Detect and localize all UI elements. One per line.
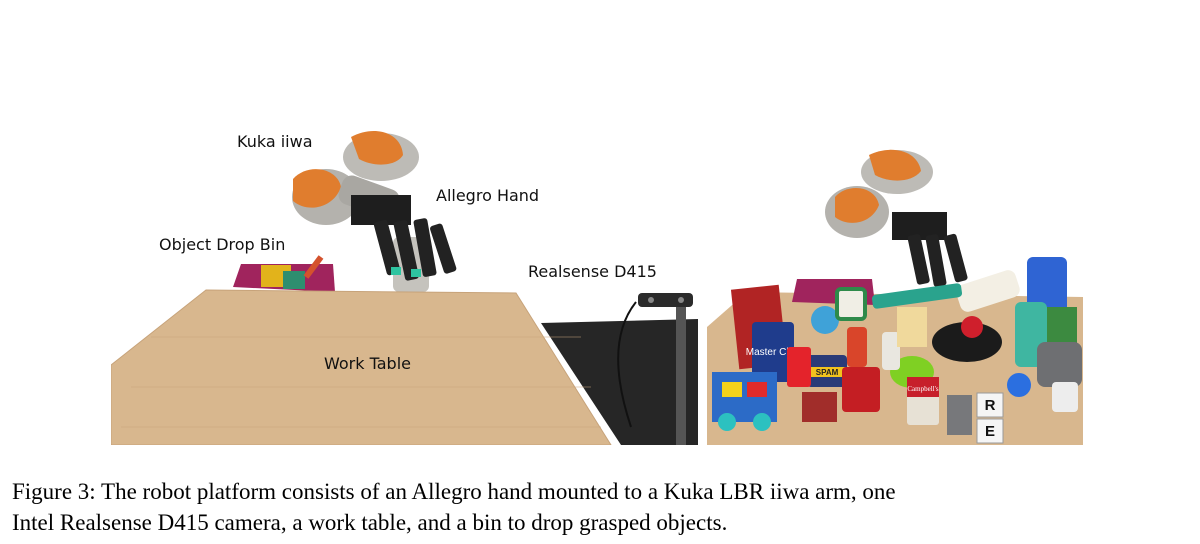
figure-caption: Figure 3: The robot platform consists of… [12, 476, 1192, 538]
work-table [111, 290, 611, 445]
blue-figure [1007, 373, 1031, 397]
spray-bottle [847, 327, 867, 367]
label-allegro-hand: Allegro Hand [436, 186, 540, 205]
realsense-camera [638, 293, 693, 307]
label-object-drop-bin: Object Drop Bin [159, 235, 286, 254]
spam-label: SPAM [816, 368, 839, 377]
cleanser [882, 332, 900, 370]
label-work-table: Work Table [324, 354, 411, 373]
skillet [932, 322, 1002, 362]
letter-block-e [976, 418, 1004, 444]
rubber-duck [811, 306, 839, 334]
allegro-hand [351, 195, 457, 281]
objects-photo: Master Chef SPAM Campbell's [707, 127, 1083, 445]
robot-platform-photo [111, 127, 698, 445]
red-mug [842, 367, 880, 412]
kuka-iiwa-arm-right [825, 149, 933, 238]
mug [835, 287, 867, 321]
mustard-bottle [956, 270, 1020, 312]
teal-board [871, 283, 963, 309]
juice-box [897, 307, 927, 347]
svg-text:R: R [985, 397, 996, 414]
label-kuka-iiwa: Kuka iiwa [237, 132, 313, 151]
soup-label: Campbell's [907, 385, 938, 393]
green-box [1047, 307, 1077, 347]
pitcher [1027, 257, 1067, 315]
camera-stand [676, 297, 686, 445]
apple [961, 316, 983, 338]
brick [802, 392, 837, 422]
svg-text:E: E [985, 423, 995, 440]
label-realsense: Realsense D415 [528, 262, 657, 281]
white-container [1052, 382, 1078, 412]
coffee-can [752, 322, 794, 382]
coffee-can-label: Master Chef [746, 347, 801, 358]
gray-part [947, 395, 972, 435]
caption-line-2: Intel Realsense D415 camera, a work tabl… [12, 510, 728, 535]
allegro-hand-right [892, 212, 968, 287]
caption-line-1: Figure 3: The robot platform consists of… [12, 479, 896, 504]
letter-block-r [976, 392, 1004, 418]
toy-blocks [712, 372, 777, 422]
red-can [787, 347, 811, 387]
sponge [1037, 342, 1082, 387]
